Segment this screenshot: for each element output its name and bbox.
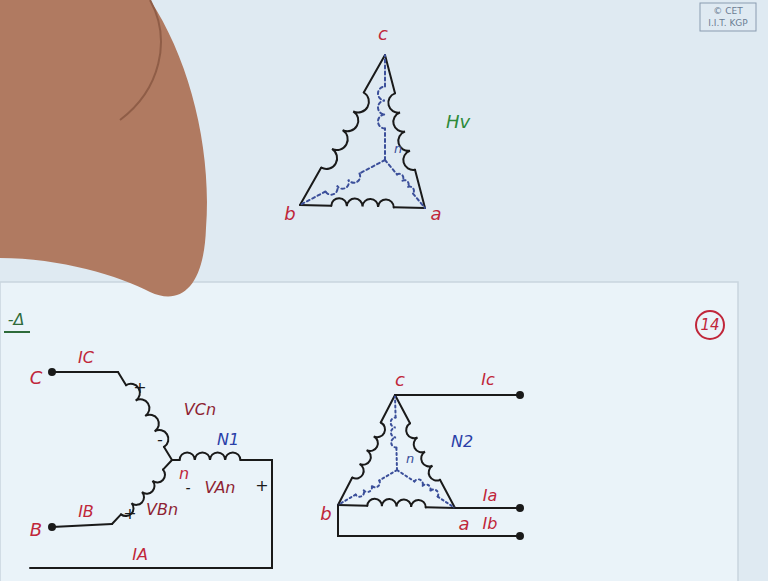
coil-symbol bbox=[388, 93, 415, 170]
wire bbox=[384, 55, 386, 87]
sketch-label: IA bbox=[132, 547, 148, 563]
wire bbox=[360, 160, 386, 174]
sketch-label: N2 bbox=[451, 434, 473, 450]
sketch-label: - bbox=[185, 481, 190, 495]
wire bbox=[394, 206, 425, 209]
wire bbox=[385, 55, 395, 93]
hand-crease bbox=[120, 0, 161, 120]
wire bbox=[338, 505, 520, 536]
wire bbox=[164, 447, 172, 460]
coil-symbol bbox=[352, 423, 385, 479]
sketch-label: © CET bbox=[713, 7, 742, 16]
sketch-label: c bbox=[378, 25, 388, 43]
sketch-label: C bbox=[30, 369, 43, 387]
page-number-circle bbox=[696, 311, 724, 339]
wire bbox=[395, 395, 410, 423]
sketch-label: IC bbox=[78, 350, 94, 366]
sketch-label: Ic bbox=[481, 372, 495, 388]
terminal-dot bbox=[49, 369, 55, 375]
sketch-label: b bbox=[284, 205, 295, 223]
sketch-label: a bbox=[430, 205, 441, 223]
wire bbox=[30, 460, 272, 568]
sketch-label: + bbox=[133, 380, 146, 396]
sketch-label: VCn bbox=[184, 402, 216, 418]
watermark-box bbox=[700, 3, 756, 31]
sketch-label: a bbox=[458, 515, 469, 533]
wire bbox=[300, 204, 331, 207]
terminal-dot bbox=[49, 524, 55, 530]
wire bbox=[385, 160, 397, 174]
terminal-dot bbox=[517, 505, 523, 511]
wire bbox=[413, 194, 425, 208]
wire bbox=[52, 371, 118, 373]
sketch-label: 14 bbox=[700, 318, 719, 333]
sketch-label: - bbox=[157, 432, 163, 448]
sketch-label: I.I.T. KGP bbox=[708, 19, 748, 28]
wire bbox=[118, 372, 126, 385]
wire bbox=[397, 470, 414, 481]
coil-symbol bbox=[321, 93, 369, 169]
wire bbox=[300, 192, 326, 206]
wire bbox=[300, 168, 321, 206]
sketch-label: n bbox=[406, 452, 414, 465]
coil-symbol bbox=[406, 423, 440, 480]
sketch-label: n bbox=[179, 466, 189, 482]
sketch-label: Ia bbox=[483, 488, 498, 504]
terminal-dot bbox=[517, 392, 523, 398]
wire bbox=[172, 459, 180, 461]
coil-symbol bbox=[397, 174, 414, 194]
coil-symbol bbox=[367, 499, 425, 508]
sketch-label: + bbox=[255, 478, 268, 494]
sketch-label: N1 bbox=[217, 432, 239, 448]
wire bbox=[240, 459, 248, 461]
wire bbox=[338, 504, 367, 507]
sketch-label: VAn bbox=[205, 480, 236, 496]
coil-symbol bbox=[326, 174, 361, 195]
wire bbox=[379, 470, 397, 481]
sketch-label: c bbox=[395, 371, 405, 389]
coil-symbol bbox=[414, 479, 438, 496]
heading-underline bbox=[4, 331, 30, 333]
coil-symbol bbox=[331, 198, 393, 207]
wire bbox=[426, 506, 455, 509]
wire bbox=[112, 514, 121, 524]
sketch-label: -Δ bbox=[8, 312, 25, 328]
hand bbox=[0, 0, 207, 296]
coil-symbol bbox=[391, 418, 397, 448]
sketch-label: Ib bbox=[483, 516, 498, 532]
paper-sheet bbox=[0, 282, 738, 581]
coil-symbol bbox=[378, 87, 385, 129]
sketch-label: b bbox=[320, 505, 331, 523]
coil-symbol bbox=[180, 452, 241, 460]
terminal-dot bbox=[517, 533, 523, 539]
sketch-label: B bbox=[30, 521, 42, 539]
wire bbox=[395, 394, 520, 396]
wire bbox=[394, 395, 397, 418]
sketch-label: Hv bbox=[446, 113, 470, 131]
sketch-label: IB bbox=[78, 504, 94, 520]
sketch-label: n bbox=[394, 142, 402, 155]
wire bbox=[438, 497, 455, 508]
wire bbox=[395, 448, 398, 471]
wire bbox=[381, 395, 395, 423]
wire bbox=[338, 495, 356, 506]
wire bbox=[52, 524, 112, 527]
wire bbox=[455, 507, 520, 509]
wire bbox=[163, 460, 172, 470]
wire bbox=[384, 129, 386, 161]
coil-symbol bbox=[356, 481, 380, 497]
sketch-label: + bbox=[123, 506, 136, 522]
sketch-label: VBn bbox=[146, 502, 178, 518]
